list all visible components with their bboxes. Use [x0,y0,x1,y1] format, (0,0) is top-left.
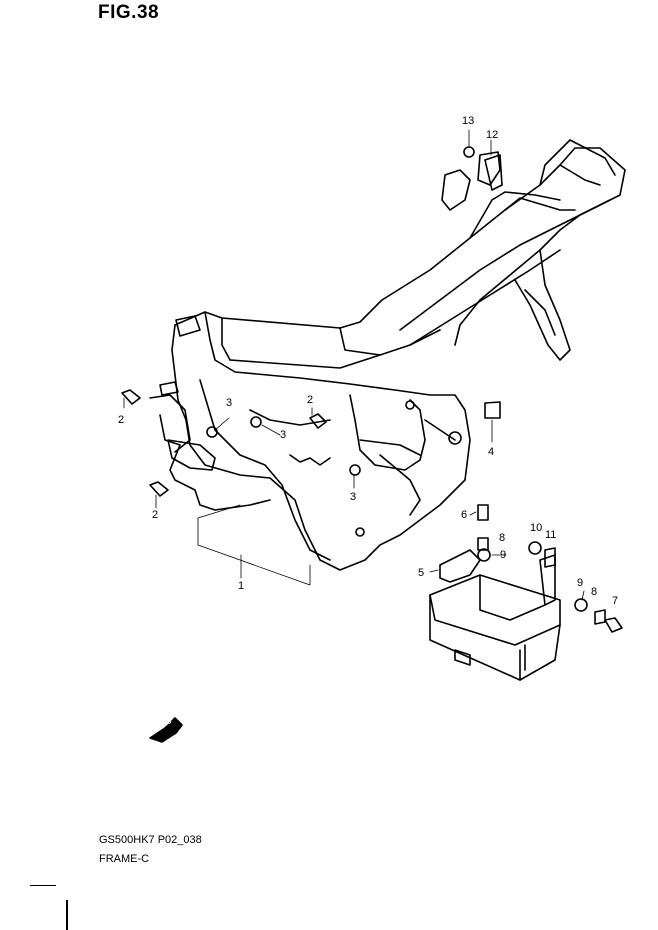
callout-13: 13 [462,115,475,127]
leader-lines [123,129,585,601]
callout-2b: 2 [152,509,159,521]
callout-11: 11 [545,529,557,541]
margin-rule-vertical [66,900,68,930]
callout-8b: 8 [591,586,598,598]
callout-8a: 8 [499,532,506,544]
figure-title: FIG.38 [98,2,160,23]
callout-12: 12 [486,129,499,141]
callout-6: 6 [461,509,468,521]
callout-7: 7 [612,595,619,607]
callout-4: 4 [488,446,495,458]
callout-2c: 2 [307,394,314,406]
section-name: FRAME-C [99,853,150,865]
model-code: GS500HK7 P02_038 [99,834,202,846]
fwd-arrow-icon [149,717,183,743]
margin-rule [30,885,56,886]
callout-1: 1 [238,580,245,592]
fasteners [121,146,623,633]
callout-3b: 3 [280,429,287,441]
callout-5: 5 [418,567,425,579]
callout-9a: 9 [500,549,507,561]
callout-9b: 9 [577,577,584,589]
callout-10: 10 [530,522,543,534]
callout-3c: 3 [350,491,357,503]
battery-holder [429,549,561,681]
callout-2a: 2 [118,414,125,426]
main-frame [149,139,626,571]
callout-3a: 3 [226,397,233,409]
